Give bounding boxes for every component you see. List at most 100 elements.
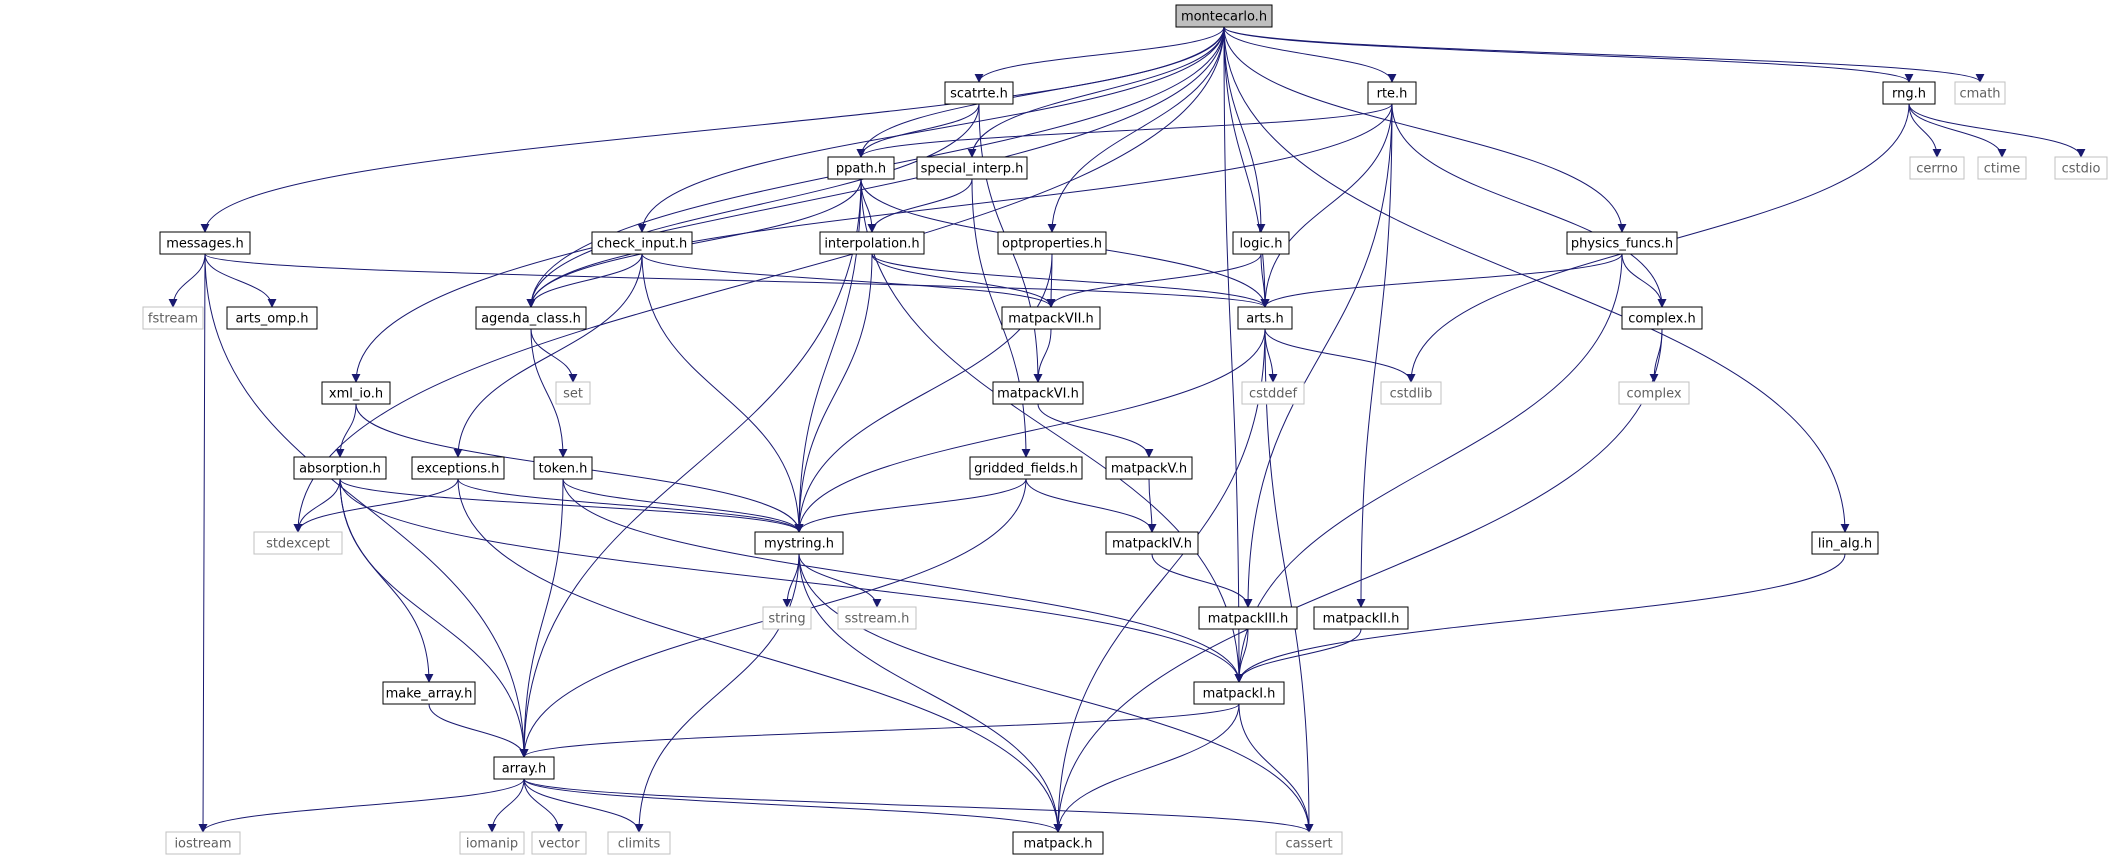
node-make_array[interactable]: make_array.h: [382, 681, 476, 705]
node-matpackVI[interactable]: matpackVI.h: [992, 381, 1084, 405]
node-label-physics_funcs: physics_funcs.h: [1571, 237, 1673, 252]
node-box-optproperties: [997, 231, 1107, 255]
node-box-ppath: [827, 156, 895, 180]
node-label-matpackVI: matpackVI.h: [997, 387, 1079, 402]
node-iomanip: iomanip: [459, 831, 525, 855]
edge-mystring-to-sstream: [798, 553, 882, 608]
node-ppath[interactable]: ppath.h: [827, 156, 895, 180]
edge-montecarlo-to-check_input: [637, 26, 1225, 233]
edge-check_input-to-agenda_class: [526, 253, 643, 308]
node-rng[interactable]: rng.h: [1882, 81, 1936, 105]
node-array[interactable]: array.h: [493, 756, 555, 780]
node-cerrno: cerrno: [1909, 156, 1965, 180]
node-box-agenda_class: [475, 306, 587, 330]
node-label-iostream: iostream: [174, 837, 231, 852]
node-cstddef: cstddef: [1241, 381, 1305, 405]
edge-absorption-to-mystring: [339, 478, 804, 533]
node-exceptions[interactable]: exceptions.h: [411, 456, 505, 480]
node-physics_funcs[interactable]: physics_funcs.h: [1566, 231, 1678, 255]
node-rte[interactable]: rte.h: [1367, 81, 1417, 105]
node-box-special_interp: [916, 156, 1028, 180]
node-label-token: token.h: [539, 462, 588, 477]
node-interpolation[interactable]: interpolation.h: [819, 231, 925, 255]
node-label-mystring: mystring.h: [764, 537, 834, 552]
node-messages[interactable]: messages.h: [159, 231, 251, 255]
edge-absorption-to-array: [339, 478, 529, 758]
node-box-xml_io: [321, 381, 391, 405]
node-label-cassert: cassert: [1285, 837, 1332, 852]
node-logic[interactable]: logic.h: [1232, 231, 1290, 255]
edge-scatrte-to-ppath: [856, 103, 980, 158]
edge-array-to-cassert: [523, 778, 1314, 833]
node-mystring[interactable]: mystring.h: [754, 531, 844, 555]
node-matpackIII[interactable]: matpackIII.h: [1198, 606, 1298, 630]
node-token[interactable]: token.h: [533, 456, 593, 480]
edge-ppath-to-agenda_class: [526, 178, 862, 308]
node-matpack[interactable]: matpack.h: [1012, 831, 1104, 855]
node-label-ppath: ppath.h: [836, 162, 886, 177]
node-matpackIV[interactable]: matpackIV.h: [1105, 531, 1199, 555]
edge-gridded_fields-to-matpackIV: [1025, 478, 1157, 533]
node-check_input[interactable]: check_input.h: [591, 231, 693, 255]
edge-interpolation-to-arts: [871, 253, 1270, 308]
node-xml_io[interactable]: xml_io.h: [321, 381, 391, 405]
edge-matpackIV-to-matpackIII: [1151, 553, 1253, 608]
edge-rte-to-agenda_class: [526, 103, 1393, 308]
node-matpackI[interactable]: matpackI.h: [1193, 681, 1285, 705]
node-stdexcept: stdexcept: [253, 531, 343, 555]
node-matpackII[interactable]: matpackII.h: [1313, 606, 1409, 630]
edge-lin_alg-to-matpackI: [1234, 553, 1846, 683]
node-arts[interactable]: arts.h: [1237, 306, 1293, 330]
node-montecarlo[interactable]: montecarlo.h: [1175, 4, 1273, 28]
node-label-gridded_fields: gridded_fields.h: [974, 462, 1078, 477]
node-box-sstream: [837, 606, 917, 630]
edge-rng-to-ctime: [1908, 103, 2007, 158]
edge-montecarlo-to-xml_io: [351, 26, 1225, 383]
edge-array-to-climits: [523, 778, 644, 833]
node-box-array: [493, 756, 555, 780]
node-scatrte[interactable]: scatrte.h: [944, 81, 1014, 105]
node-box-mystring: [754, 531, 844, 555]
node-gridded_fields[interactable]: gridded_fields.h: [969, 456, 1083, 480]
node-matpackVII[interactable]: matpackVII.h: [1001, 306, 1101, 330]
node-box-cmath: [1954, 81, 2006, 105]
node-box-matpackV: [1105, 456, 1193, 480]
edge-mystring-to-cassert: [798, 553, 1314, 833]
node-label-sstream: sstream.h: [845, 612, 910, 627]
node-label-set: set: [563, 387, 583, 402]
node-box-complex: [1618, 381, 1690, 405]
edge-messages-to-iostream: [198, 253, 208, 833]
edge-array-to-vector: [523, 778, 564, 833]
node-box-vector: [531, 831, 587, 855]
node-box-stdexcept: [253, 531, 343, 555]
node-matpackV[interactable]: matpackV.h: [1105, 456, 1193, 480]
edge-montecarlo-to-physics_funcs: [1223, 26, 1627, 233]
node-complex_h[interactable]: complex.h: [1621, 306, 1703, 330]
node-string: string: [762, 606, 812, 630]
edge-agenda_class-to-token: [530, 328, 568, 458]
node-label-stdexcept: stdexcept: [266, 537, 330, 552]
edge-arts-to-cstddef: [1264, 328, 1278, 383]
node-label-ctime: ctime: [1984, 162, 2021, 177]
node-agenda_class[interactable]: agenda_class.h: [475, 306, 587, 330]
edge-physics_funcs-to-matpackI: [1234, 253, 1623, 683]
node-optproperties[interactable]: optproperties.h: [997, 231, 1107, 255]
edge-check_input-to-matpackVII: [641, 253, 1056, 308]
node-label-xml_io: xml_io.h: [329, 387, 383, 402]
node-special_interp[interactable]: special_interp.h: [916, 156, 1028, 180]
node-label-matpackVII: matpackVII.h: [1008, 312, 1094, 327]
node-lin_alg[interactable]: lin_alg.h: [1811, 531, 1879, 555]
node-label-matpackIII: matpackIII.h: [1208, 612, 1289, 627]
node-label-agenda_class: agenda_class.h: [481, 312, 581, 327]
node-box-interpolation: [819, 231, 925, 255]
edge-rte-to-matpackIII: [1243, 103, 1393, 608]
node-absorption[interactable]: absorption.h: [293, 456, 387, 480]
edge-messages-to-arts: [204, 253, 1270, 308]
node-label-matpack: matpack.h: [1024, 837, 1093, 852]
node-arts_omp[interactable]: arts_omp.h: [226, 306, 318, 330]
edge-montecarlo-to-ppath: [856, 26, 1225, 158]
node-box-ctime: [1977, 156, 2027, 180]
node-fstream: fstream: [142, 306, 204, 330]
edge-array-to-matpack: [523, 778, 1063, 833]
